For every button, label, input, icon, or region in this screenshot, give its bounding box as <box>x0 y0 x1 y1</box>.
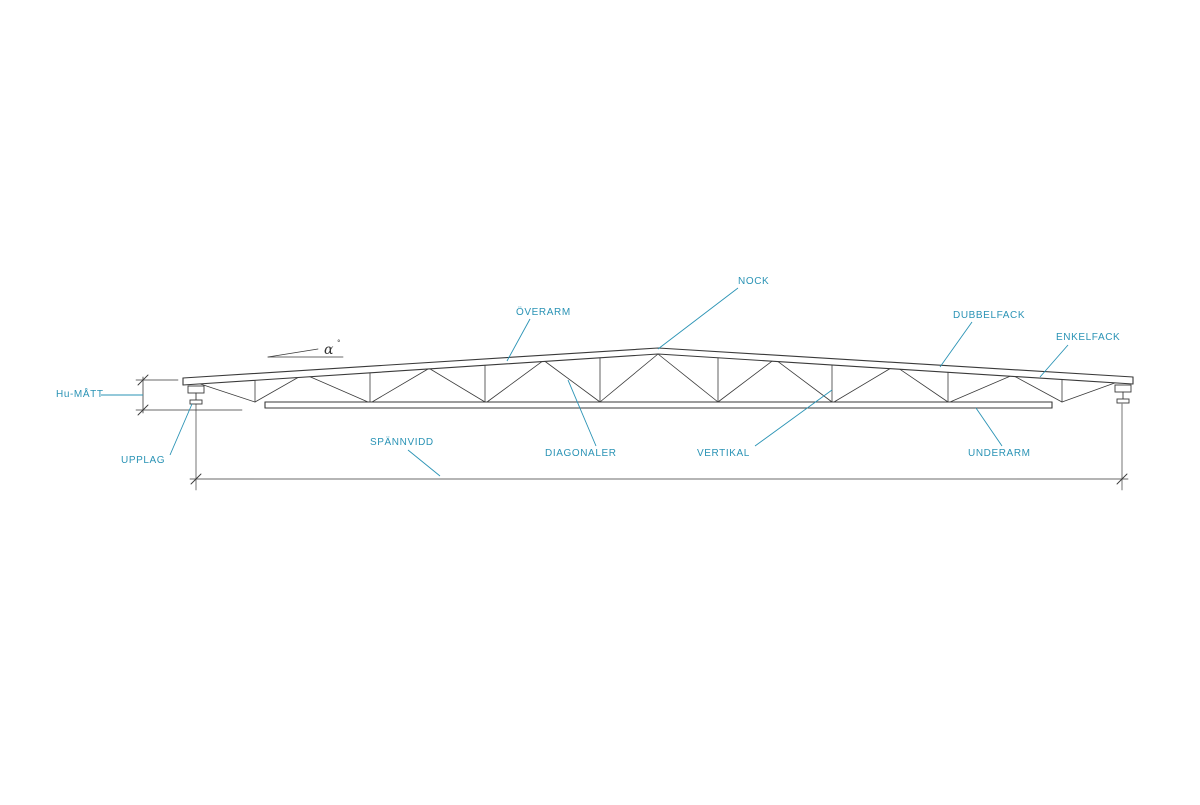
top-chord-upper <box>182 347 1134 379</box>
diagonal-member <box>949 375 1011 403</box>
label-diagonaler: DIAGONALER <box>545 448 617 459</box>
diagonal-member <box>777 361 833 403</box>
label-hu-matt: Hu-MÅTT <box>56 389 104 400</box>
label-underarm: UNDERARM <box>968 448 1031 459</box>
leader-overarm <box>506 318 531 362</box>
label-vertikal: VERTIKAL <box>697 448 750 459</box>
leader-spannvidd <box>407 449 441 477</box>
leader-vertikal <box>754 389 833 447</box>
diagonal-member <box>899 368 949 403</box>
right-bearing-base <box>1116 398 1130 404</box>
angle-slope-line <box>267 348 319 358</box>
diagonal-member <box>544 360 601 403</box>
span-tick-left <box>190 473 202 485</box>
diagonal-member <box>309 376 369 403</box>
label-overarm: ÖVERARM <box>516 307 571 318</box>
right-bearing-block <box>1114 384 1132 393</box>
diagonal-member <box>486 361 543 403</box>
diagonal-member <box>657 353 719 403</box>
label-nock: NOCK <box>738 276 770 287</box>
degree-symbol: ° <box>337 339 341 347</box>
hu-tick-top <box>137 374 149 386</box>
leader-nock <box>657 287 739 350</box>
diagonal-member <box>833 368 891 403</box>
label-dubbelfack: DUBBELFACK <box>953 310 1026 321</box>
diagonal-member <box>199 383 256 403</box>
leader-diagonaler <box>567 379 597 447</box>
leader-enkelfack <box>1039 344 1069 378</box>
diagonal-member <box>1014 376 1063 403</box>
left-bearing-base <box>189 399 203 405</box>
leader-underarm <box>975 407 1003 447</box>
left-bearing-block <box>187 385 205 394</box>
diagonal-member <box>371 368 429 403</box>
span-tick-right <box>1116 473 1128 485</box>
diagonal-member <box>717 360 773 403</box>
diagonal-member <box>1061 382 1116 403</box>
diagonal-member <box>599 353 659 403</box>
label-enkelfack: ENKELFACK <box>1056 332 1121 343</box>
diagonal-member <box>254 377 299 403</box>
angle-symbol: α <box>324 342 334 358</box>
label-upplag: UPPLAG <box>121 455 166 466</box>
hu-tick-bottom <box>137 404 149 416</box>
leader-upplag <box>169 403 193 456</box>
label-spannvidd: SPÄNNVIDD <box>370 437 434 448</box>
leader-dubbelfack <box>939 321 973 368</box>
diagonal-member <box>429 368 486 403</box>
